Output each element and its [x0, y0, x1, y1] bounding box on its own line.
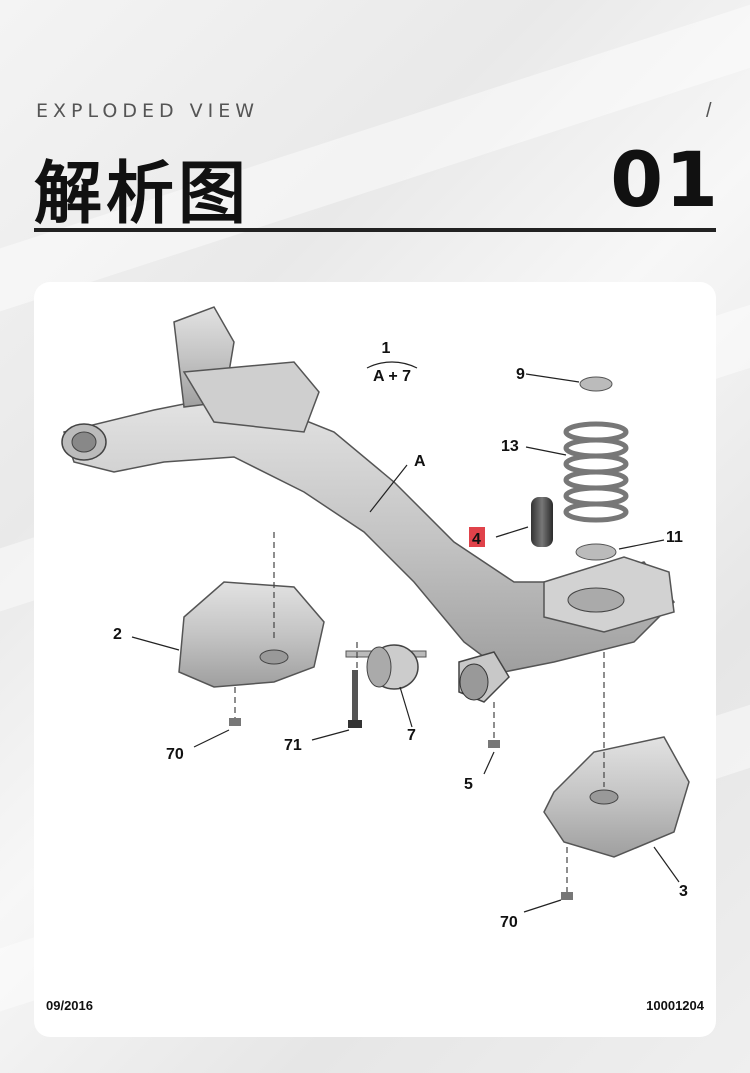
bump-stop — [531, 497, 553, 547]
bracket-right — [543, 736, 690, 858]
callout-5: 5 — [464, 776, 473, 793]
nut-5 — [488, 740, 500, 748]
header-divider — [34, 228, 716, 232]
nut-70-left — [229, 718, 241, 726]
callout-70-left: 70 — [166, 746, 184, 763]
header-subtitle: EXPLODED VIEW — [36, 100, 260, 122]
diagram-card: 1 A + 7 A 2 4 9 13 11 70 71 7 5 3 70 09/… — [34, 282, 716, 1037]
bushing — [345, 644, 427, 690]
exploded-view-diagram: 1 A + 7 A 2 4 9 13 11 70 71 7 5 3 70 — [61, 306, 690, 931]
page-number: 01 — [610, 135, 720, 224]
callout-A: A — [414, 453, 426, 470]
nut-70-right — [561, 892, 573, 900]
callout-7: 7 — [407, 727, 416, 744]
callout-13: 13 — [501, 438, 519, 455]
callout-3: 3 — [679, 883, 688, 900]
page-title: 解析图 — [34, 155, 251, 234]
assembly-axes — [234, 532, 605, 892]
callout-2: 2 — [113, 626, 122, 643]
diagram-date: 09/2016 — [46, 998, 93, 1013]
spring-top-seat — [579, 376, 613, 392]
callout-1-group: A + 7 — [373, 368, 411, 385]
callout-4: 4 — [472, 531, 481, 548]
spring-bottom-seat — [575, 543, 617, 561]
header-slash: / — [706, 100, 712, 122]
callout-1: 1 — [382, 340, 391, 357]
callout-70-right: 70 — [500, 914, 518, 931]
callout-71: 71 — [284, 737, 302, 754]
axle-beam — [61, 306, 675, 703]
bolt — [348, 670, 362, 728]
coil-spring — [563, 421, 629, 523]
highlight-box — [469, 527, 485, 547]
callout-9: 9 — [516, 366, 525, 383]
callout-11: 11 — [666, 529, 683, 546]
bracket-left — [178, 581, 325, 688]
leader-lines — [131, 373, 680, 913]
diagram-code: 10001204 — [646, 998, 704, 1013]
group-brace — [366, 361, 418, 369]
